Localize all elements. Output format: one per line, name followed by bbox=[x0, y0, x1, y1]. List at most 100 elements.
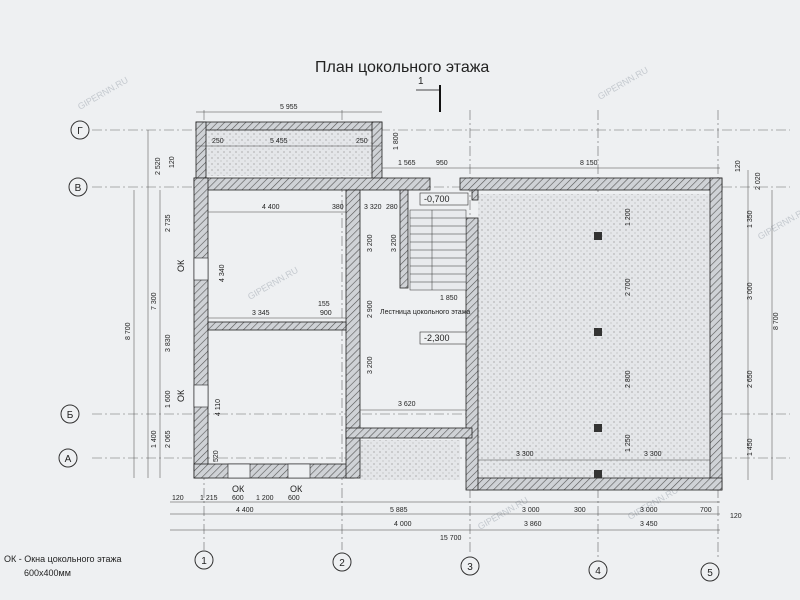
dim-text: 3 620 bbox=[398, 401, 416, 408]
axis-marker-3: 3 bbox=[460, 556, 480, 576]
dim-text: 3 300 bbox=[644, 451, 662, 458]
level-mark: -0,700 bbox=[424, 194, 450, 204]
dim-text: 2 700 bbox=[625, 278, 632, 296]
dim-text: 1 800 bbox=[393, 132, 400, 150]
window-label: ОК bbox=[176, 389, 186, 402]
terrace-floor bbox=[206, 128, 374, 176]
stair-label: Лестница цокольного этажа bbox=[380, 309, 470, 316]
garage-floor bbox=[478, 194, 710, 486]
dim-text: 3 000 bbox=[640, 507, 658, 514]
dim-text: 4 400 bbox=[236, 507, 254, 514]
dim-text: 5 455 bbox=[270, 138, 288, 145]
dim-text: 1 250 bbox=[625, 434, 632, 452]
pit-floor bbox=[360, 440, 460, 480]
dim-text: 3 860 bbox=[524, 521, 542, 528]
dim-text: 155 bbox=[318, 301, 330, 308]
dim-text: 120 bbox=[735, 160, 742, 172]
axis-letter: Г bbox=[77, 126, 83, 137]
dim-text: 4 400 bbox=[262, 204, 280, 211]
dim-text: 1 600 bbox=[165, 390, 172, 408]
dim-text: 8 700 bbox=[773, 312, 780, 330]
legend-line: 600х400мм bbox=[24, 568, 71, 578]
section-mark: 1 bbox=[416, 76, 441, 112]
axis-number-markers: 1 2 3 4 5 bbox=[194, 550, 720, 582]
stairs bbox=[409, 209, 467, 291]
axis-number: 5 bbox=[707, 568, 713, 579]
window-labels: ОК ОК ОК ОК bbox=[176, 259, 303, 494]
axis-marker-5: 5 bbox=[700, 562, 720, 582]
dim-text: 1 400 bbox=[151, 430, 158, 448]
axis-marker-v: В bbox=[68, 177, 88, 197]
dim-text: 1 850 bbox=[440, 295, 458, 302]
dim-text: 950 bbox=[436, 160, 448, 167]
dim-text: 600 bbox=[288, 495, 300, 502]
axis-number: 2 bbox=[339, 558, 345, 569]
dim-text: 7 300 bbox=[151, 292, 158, 310]
dim-text: 520 bbox=[213, 450, 220, 462]
dim-text: 250 bbox=[356, 138, 368, 145]
dim-text: 250 bbox=[212, 138, 224, 145]
dim-text: 1 200 bbox=[625, 208, 632, 226]
dim-text: 900 bbox=[320, 310, 332, 317]
dim-text: 5 885 bbox=[390, 507, 408, 514]
axis-marker-g: Г bbox=[70, 120, 90, 140]
dim-text: 1 565 bbox=[398, 160, 416, 167]
dim-text: 700 bbox=[700, 507, 712, 514]
columns bbox=[594, 232, 602, 478]
dim-text: 120 bbox=[169, 156, 176, 168]
axis-marker-2: 2 bbox=[332, 552, 352, 572]
walls bbox=[193, 121, 723, 491]
axis-marker-a: А bbox=[58, 448, 78, 468]
window-label: ОК bbox=[232, 484, 245, 494]
dim-text: 3 300 bbox=[516, 451, 534, 458]
axis-letter-markers: Г В Б А bbox=[58, 120, 90, 468]
dim-text: 2 900 bbox=[367, 300, 374, 318]
dim-text: 3 200 bbox=[367, 356, 374, 374]
dim-text: 3 000 bbox=[747, 282, 754, 300]
axis-letter: В bbox=[75, 183, 82, 194]
plan-title: План цокольного этажа bbox=[315, 59, 489, 76]
dim-text: 2 520 bbox=[155, 157, 162, 175]
dim-text: 3 345 bbox=[252, 310, 270, 317]
dim-text: 380 bbox=[332, 204, 344, 211]
dim-text: 15 700 bbox=[440, 535, 462, 542]
dim-text: 1 450 bbox=[747, 438, 754, 456]
window-label: ОК bbox=[290, 484, 303, 494]
dim-text: 1 350 bbox=[747, 210, 754, 228]
dim-text: 8 700 bbox=[125, 322, 132, 340]
dim-text: 3 200 bbox=[367, 234, 374, 252]
dim-text: 1 200 bbox=[256, 495, 274, 502]
level-marks: -0,700 -2,300 bbox=[419, 192, 469, 345]
dim-text: 2 800 bbox=[625, 370, 632, 388]
dim-text: 1 215 bbox=[200, 495, 218, 502]
dim-text: 300 bbox=[574, 507, 586, 514]
dim-text: 2 735 bbox=[165, 214, 172, 232]
dim-text: 4 340 bbox=[219, 264, 226, 282]
axis-marker-4: 4 bbox=[588, 560, 608, 580]
axis-number: 1 bbox=[201, 556, 207, 567]
dim-text: 120 bbox=[730, 513, 742, 520]
legend: ОК - Окна цокольного этажа 600х400мм bbox=[4, 554, 122, 578]
dim-text: 3 320 bbox=[364, 204, 382, 211]
axis-marker-1: 1 bbox=[194, 550, 214, 570]
level-mark: -2,300 bbox=[424, 333, 450, 343]
windows bbox=[193, 257, 311, 479]
axis-number: 3 bbox=[467, 562, 473, 573]
dim-text: 2 650 bbox=[747, 370, 754, 388]
dim-text: 120 bbox=[172, 495, 184, 502]
dimension-lines bbox=[133, 111, 773, 531]
dim-text: 2 065 bbox=[165, 430, 172, 448]
axis-number: 4 bbox=[595, 566, 601, 577]
dim-text: 3 000 bbox=[522, 507, 540, 514]
window-label: ОК bbox=[176, 259, 186, 272]
dim-text: 280 bbox=[386, 204, 398, 211]
dim-text: 4 000 bbox=[394, 521, 412, 528]
dim-text: 600 bbox=[232, 495, 244, 502]
axis-letter: А bbox=[65, 454, 72, 465]
dim-text: 3 830 bbox=[165, 334, 172, 352]
legend-line: ОК - Окна цокольного этажа bbox=[4, 554, 122, 564]
axis-marker-b: Б bbox=[60, 404, 80, 424]
dim-text: 8 150 bbox=[580, 160, 598, 167]
dim-text: 5 955 bbox=[280, 104, 298, 111]
